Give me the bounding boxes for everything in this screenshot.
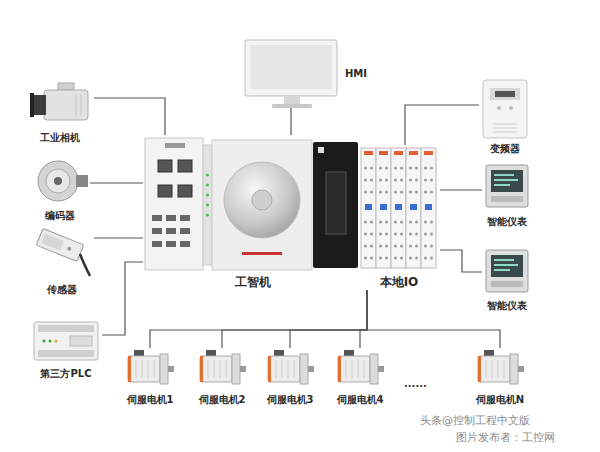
device-picture-area xyxy=(334,348,386,388)
device-picture-area xyxy=(245,40,337,108)
connection-line xyxy=(367,290,500,348)
device-picture-area xyxy=(32,318,100,364)
connection-line xyxy=(94,237,143,238)
device-label: HMI xyxy=(345,68,367,81)
device-picture-area xyxy=(484,248,530,296)
device-picture-area xyxy=(196,348,248,388)
hmi-monitor: HMI xyxy=(243,40,369,108)
servo-motor: 伺服电机N xyxy=(472,348,528,407)
device-picture-area xyxy=(124,348,176,388)
device-label: 伺服电机3 xyxy=(267,394,314,407)
connection-line xyxy=(102,262,143,335)
connection-line xyxy=(290,290,367,348)
servo-motor: 伺服电机1 xyxy=(122,348,178,407)
device-label: 智能仪表 xyxy=(487,216,527,229)
device-picture-area xyxy=(28,82,92,128)
device-picture-area xyxy=(32,158,88,204)
device-picture-area xyxy=(145,135,360,270)
connection-line xyxy=(405,105,479,145)
smart-meter: 智能仪表 xyxy=(482,163,532,229)
connection-line xyxy=(290,108,291,135)
device-label: 伺服电机4 xyxy=(337,394,384,407)
frequency-inverter: 变频器 xyxy=(479,78,531,156)
device-label: 工智机 xyxy=(235,275,271,290)
connection-line xyxy=(440,250,482,272)
industrial-camera: 工业相机 xyxy=(26,82,94,145)
device-picture-area xyxy=(32,228,92,278)
device-label: 伺服电机N xyxy=(476,394,524,407)
connection-line xyxy=(360,290,367,348)
watermark: 图片发布者：工控网 xyxy=(456,431,555,444)
servo-motor: 伺服电机4 xyxy=(332,348,388,407)
sensor: 传感器 xyxy=(30,228,94,297)
industrial-pc: 工智机 xyxy=(143,135,362,290)
plc-device: 第三方PLC xyxy=(30,318,102,381)
connection-line xyxy=(440,189,482,190)
device-label: 伺服电机2 xyxy=(199,394,246,407)
device-picture-area xyxy=(474,348,526,388)
connection-line xyxy=(90,182,143,183)
device-label: 本地IO xyxy=(380,275,419,290)
servo-motor: 伺服电机3 xyxy=(262,348,318,407)
servo-motor: 伺服电机2 xyxy=(194,348,250,407)
device-label: 伺服电机1 xyxy=(127,394,174,407)
io-module: 本地IO xyxy=(358,145,440,290)
device-label: 传感器 xyxy=(47,284,77,297)
device-picture-area xyxy=(481,78,529,140)
connection-line xyxy=(222,290,367,348)
device-picture-area xyxy=(484,163,530,211)
encoder: 编码器 xyxy=(30,158,90,223)
device-picture-area xyxy=(360,145,438,270)
device-label: 第三方PLC xyxy=(40,368,91,381)
watermark: 头条@控制工程中文版 xyxy=(420,414,530,427)
device-label: 工业相机 xyxy=(40,132,80,145)
ellipsis-mark: ...... xyxy=(404,378,427,390)
device-label: 变频器 xyxy=(490,143,520,156)
device-picture-area xyxy=(264,348,316,388)
connection-line xyxy=(150,290,367,348)
smart-meter: 智能仪表 xyxy=(482,248,532,313)
connection-line xyxy=(94,98,165,135)
device-label: 编码器 xyxy=(45,210,75,223)
device-label: 智能仪表 xyxy=(487,300,527,313)
